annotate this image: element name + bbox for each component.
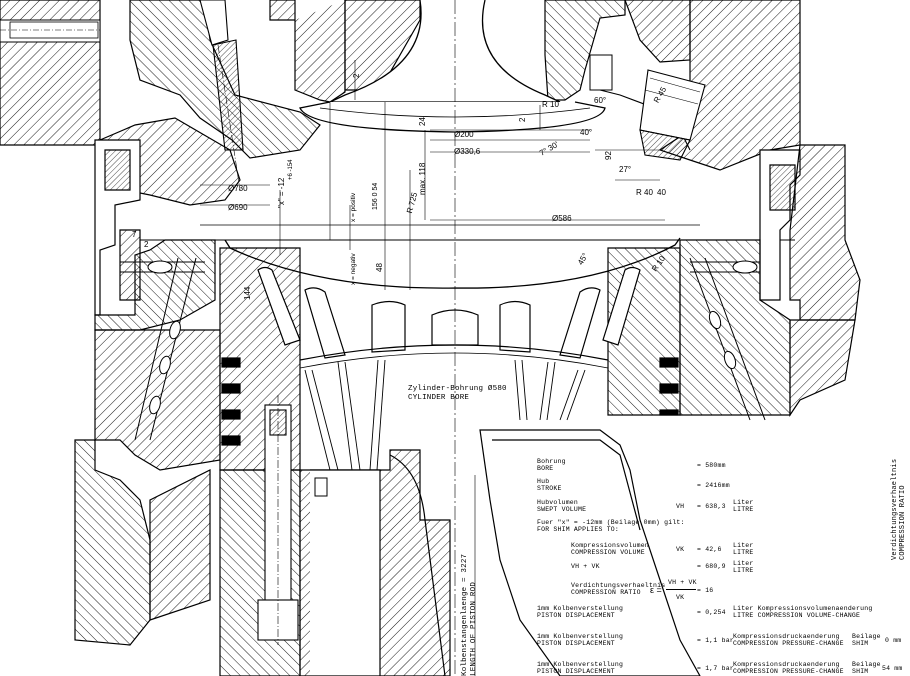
swept-unit-en: LITRE xyxy=(733,506,754,513)
dim-48: 48 xyxy=(375,263,384,272)
dim-x-negativ: x = negativ xyxy=(350,253,357,285)
for-en: FOR SHIM APPLIES TO: xyxy=(537,526,620,533)
sum-unit-de: Liter xyxy=(733,560,754,567)
comp-vol-de: Kompressionsvolumen xyxy=(571,542,649,549)
swept-unit-de: Liter xyxy=(733,499,754,506)
ratio-fraction-bar xyxy=(666,589,696,590)
dim-stroke-group: 156 0 54 xyxy=(372,182,379,210)
disp3-shim-en: SHIM xyxy=(852,668,869,675)
dim-92: 92 xyxy=(604,151,613,160)
stroke-en: STROKE xyxy=(537,485,562,492)
dim-x-small: +6 -154 xyxy=(288,159,294,180)
disp2-shim-en: SHIM xyxy=(852,640,869,647)
disp3-unit-en: COMPRESSION PRESSURE-CHANGE xyxy=(733,668,844,675)
dim-2b: 2 xyxy=(518,117,527,122)
tie-bolt xyxy=(257,395,299,645)
dimension-lines xyxy=(200,60,665,676)
stroke-value: = 2416mm xyxy=(697,482,730,489)
dim-7: 7 xyxy=(132,230,137,239)
dim-d730: Ø730 xyxy=(228,184,248,193)
ratio-epsilon: ε = xyxy=(650,585,662,595)
bore-value: = 580mm xyxy=(697,462,726,469)
piston-rod xyxy=(219,449,451,676)
cylinder-cover-right xyxy=(544,0,801,171)
disp1-unit-de: Liter Kompressionsvolumenaenderung xyxy=(733,605,873,612)
disp3-unit-de: Kompressionsdruckaenderung xyxy=(733,661,840,668)
disp2-shim-de: Beilage xyxy=(852,633,881,640)
comp-vol-unit-en: LITRE xyxy=(733,549,754,556)
disp2-unit-de: Kompressionsdruckaenderung xyxy=(733,633,840,640)
lubrication-bores-left xyxy=(120,257,205,441)
disp3-value: = 1,7 bar xyxy=(697,665,734,672)
rod-length-label-de: Kolbenstangenlaenge = 3227 xyxy=(461,553,469,676)
dim-max118: max. 118 xyxy=(418,162,427,195)
piston-cooling-bores xyxy=(257,266,641,359)
disp3-shim-value: 54 mm xyxy=(882,665,903,672)
exhaust-valve xyxy=(299,0,606,133)
dim-x-positiv: x = positiv xyxy=(350,192,357,222)
dim-ang27: 27° xyxy=(619,165,632,174)
sum-unit-en: LITRE xyxy=(733,567,754,574)
dim-r10a: R 10 xyxy=(542,100,559,109)
swept-value: = 638,3 xyxy=(697,503,726,510)
comp-vol-en: COMPRESSION VOLUME xyxy=(571,549,645,556)
disp1-unit-en: LITRE COMPRESSION VOLUME-CHANGE xyxy=(733,612,861,619)
comp-vol-unit-de: Liter xyxy=(733,542,754,549)
bore-de: Bohrung xyxy=(537,458,566,465)
bore-label-en: CYLINDER BORE xyxy=(408,394,470,402)
swept-sym: VH xyxy=(676,503,685,510)
for-de: Fuer "x" = -12mm (Beilage 0mm) gilt: xyxy=(537,519,685,526)
ratio-en: COMPRESSION RATIO xyxy=(571,589,641,596)
disp2-de: 1mm Kolbenverstellung xyxy=(537,633,624,640)
cooling-oil-tubes xyxy=(304,359,586,471)
dim-2a: 2 xyxy=(352,73,361,78)
sum-expr: VH + VK xyxy=(571,563,600,570)
disp3-en: PISTON DISPLACEMENT xyxy=(537,668,615,675)
dim-24: 24 xyxy=(418,117,427,126)
fuel-valve-left xyxy=(199,0,244,191)
ratio-value: = 16 xyxy=(697,587,714,594)
disp1-en: PISTON DISPLACEMENT xyxy=(537,612,615,619)
dim-d200: Ø200 xyxy=(454,130,474,139)
bore-en: BORE xyxy=(537,465,554,472)
dim-d690: Ø690 xyxy=(228,203,248,212)
cylinder-liner-left xyxy=(74,139,221,646)
ratio-de: Verdichtungsverhaeltnis xyxy=(571,582,666,589)
piston-ring-belt xyxy=(299,344,609,361)
dim-r40: R 40 xyxy=(636,188,653,197)
ratio-side-label-de: Verdichtungsverhaeltnis xyxy=(891,458,899,560)
dim-d586: Ø586 xyxy=(552,214,572,223)
dim-ang60: 60° xyxy=(594,96,607,105)
disp2-en: PISTON DISPLACEMENT xyxy=(537,640,615,647)
rod-length-label-en: LENGTH OF PISTON ROD xyxy=(470,581,478,676)
disp1-value: = 0,254 xyxy=(697,609,726,616)
dim-x-value: "x" = -12 xyxy=(277,177,286,208)
stroke-de: Hub xyxy=(537,478,550,485)
disp2-shim-value: 0 mm xyxy=(885,637,902,644)
dim-40: 40 xyxy=(657,188,666,197)
starting-valve-right xyxy=(639,69,706,161)
sum-value: = 680,9 xyxy=(697,563,726,570)
disp1-de: 1mm Kolbenverstellung xyxy=(537,605,624,612)
ratio-numerator: VH + VK xyxy=(668,579,697,586)
disp2-value: = 1,1 bar xyxy=(697,637,734,644)
swept-de: Hubvolumen xyxy=(537,499,579,506)
disp3-shim-de: Beilage xyxy=(852,661,881,668)
ratio-denominator: VK xyxy=(676,594,685,601)
comp-vol-value: = 42,6 xyxy=(697,546,722,553)
ratio-side-label-en: COMPRESSION RATIO xyxy=(899,485,907,560)
dim-2c: 2 xyxy=(144,240,149,249)
crosshead-guide xyxy=(479,429,701,676)
lubrication-bores-right xyxy=(689,257,766,421)
dim-ang40: 40° xyxy=(580,128,593,137)
dim-d3306: Ø330,6 xyxy=(454,147,481,156)
comp-vol-sym: VK xyxy=(676,546,685,553)
disp2-unit-en: COMPRESSION PRESSURE-CHANGE xyxy=(733,640,844,647)
dim-144: 144 xyxy=(243,286,252,300)
disp3-de: 1mm Kolbenverstellung xyxy=(537,661,624,668)
cylinder-liner-right xyxy=(679,144,861,417)
swept-en: SWEPT VOLUME xyxy=(537,506,587,513)
bore-label-de: Zylinder-Bohrung Ø580 xyxy=(408,385,507,393)
